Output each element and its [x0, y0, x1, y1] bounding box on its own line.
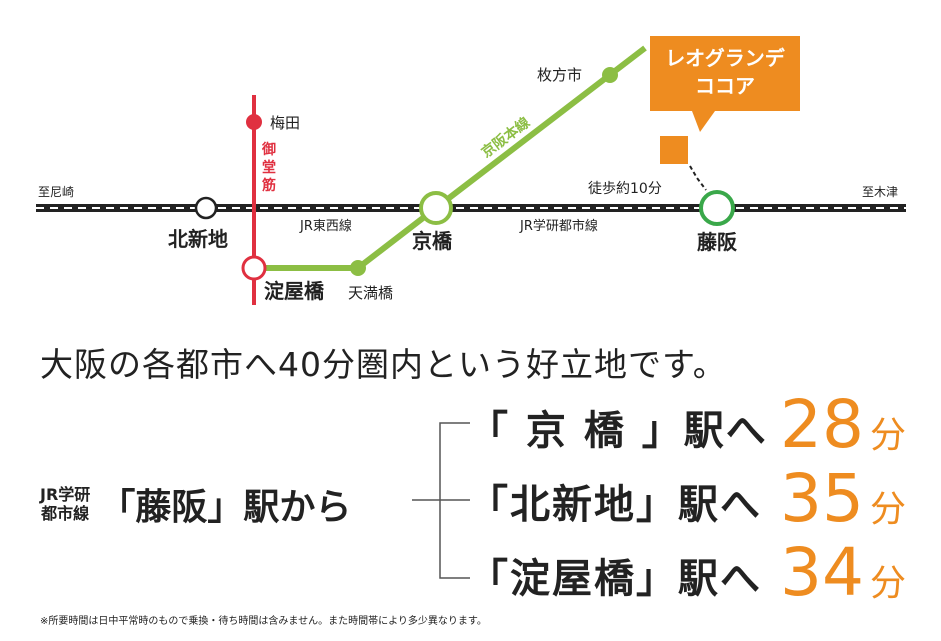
walk-connector: [689, 165, 707, 191]
time-minutes: 28: [780, 386, 864, 463]
station-marker-yodoyabashi: [241, 255, 267, 281]
station-label-temmabashi: 天満橋: [348, 284, 393, 302]
origin-station: 「藤阪」駅から: [99, 487, 352, 528]
time-minutes: 35: [780, 460, 864, 537]
station-marker-fujisaka: [699, 190, 735, 226]
time-unit: 分: [869, 563, 906, 604]
origin-line: JR学研 都市線 「藤阪」駅から: [40, 478, 351, 530]
bracket-connector: [412, 422, 470, 579]
origin-line-name-2: 都市線: [41, 504, 90, 523]
destination-yodoyabashi: 「淀屋橋」駅へ: [468, 546, 762, 604]
jr-tozai-label: JR東西線: [299, 218, 352, 234]
footnote: ※所要時間は日中平常時のもので乗換・待ち時間は含みません。また時間帯により多少異…: [40, 616, 487, 627]
jr-gakken-label: JR学研都市線: [519, 218, 598, 234]
station-label-kyobashi: 京橋: [412, 229, 453, 253]
station-label-yodoyabashi: 淀屋橋: [264, 279, 325, 303]
route-map: 至尼崎 至木津 JR東西線 JR学研都市線 京阪本線 御 堂 筋 梅田 北新地 …: [36, 45, 906, 305]
walk-label: 徒歩約10分: [588, 181, 662, 197]
midosuji-label-3: 筋: [262, 177, 276, 194]
midosuji-label-1: 御: [261, 141, 276, 158]
property-name-line2: ココア: [695, 74, 755, 98]
keihan-line: [254, 45, 647, 271]
station-marker-umeda: [246, 114, 262, 130]
station-marker-kyobashi: [419, 191, 453, 225]
line-left-label: 至尼崎: [38, 185, 74, 199]
origin-line-name: JR学研 都市線: [40, 485, 90, 523]
station-label-kitashinchi: 北新地: [168, 227, 228, 251]
station-marker-hirakatashi: [602, 67, 618, 83]
station-label-fujisaka: 藤阪: [696, 230, 738, 254]
destination-kyobashi: 「 京 橋 」駅へ: [468, 398, 768, 456]
property-callout: レオグランデ ココア: [650, 36, 800, 111]
destination-name: 「 京 橋 」駅へ: [468, 408, 768, 454]
line-right-label: 至木津: [862, 185, 898, 199]
destination-name: 「淀屋橋」駅へ: [468, 556, 762, 602]
station-label-hirakatashi: 枚方市: [537, 66, 582, 84]
callout-pointer: [692, 111, 715, 132]
time-minutes: 34: [780, 534, 864, 611]
time-unit: 分: [869, 415, 906, 456]
destination-name: 「北新地」駅へ: [468, 482, 762, 528]
property-name-line1: レオグランデ: [665, 46, 785, 70]
headline: 大阪の各都市へ40分圏内という好立地です。: [40, 345, 727, 384]
station-label-umeda: 梅田: [270, 114, 300, 132]
station-marker-temmabashi: [350, 260, 366, 276]
destination-kitashinchi: 「北新地」駅へ: [468, 472, 762, 530]
origin-line-name-1: JR学研: [40, 485, 91, 504]
time-unit: 分: [869, 489, 906, 530]
midosuji-label-2: 堂: [262, 159, 276, 176]
station-marker-kitashinchi: [194, 196, 218, 220]
property-marker: [660, 136, 688, 164]
